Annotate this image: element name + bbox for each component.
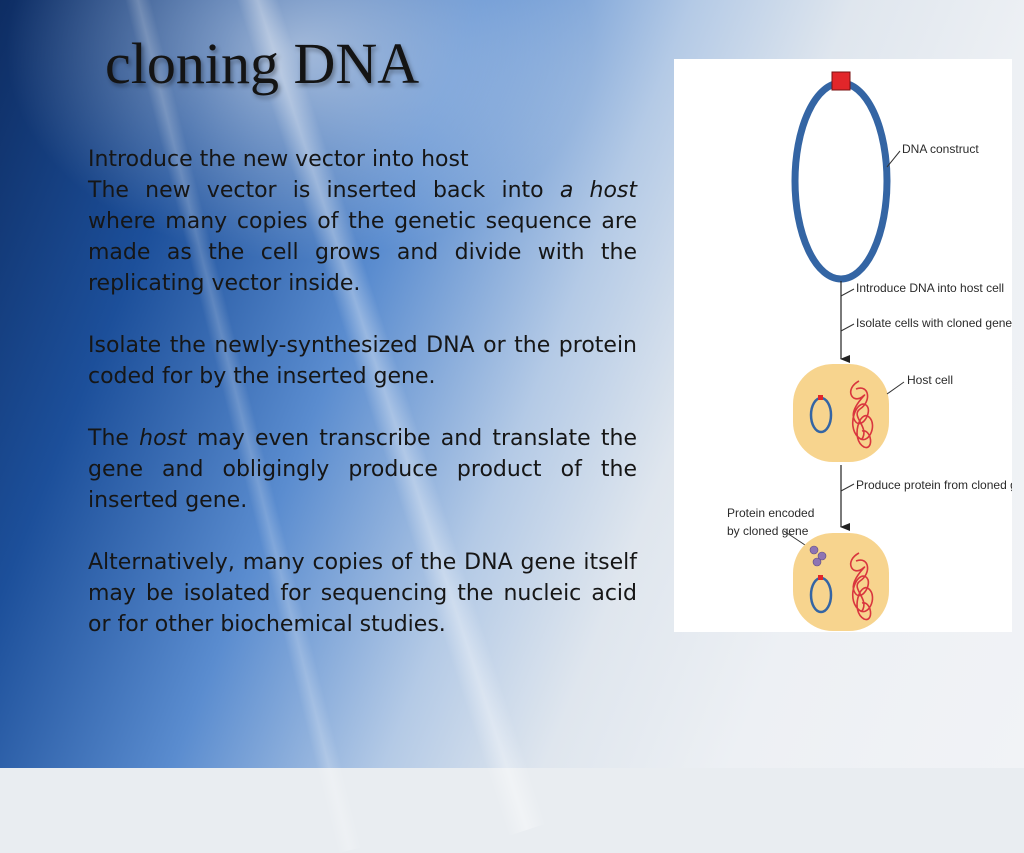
paragraph-1-emphasis: a host [559,178,638,203]
slide-title: cloning DNA [105,31,420,96]
introduce-dna-label: Introduce DNA into host cell [856,281,1004,295]
paragraph-4: Alternatively, many copies of the DNA ge… [88,550,637,637]
protein-molecule [812,557,822,567]
paragraph-3: The host may even transcribe and transla… [88,423,637,516]
host-cell-2-insert [818,575,823,580]
paragraph-3-post: may even transcribe and translate the ge… [88,426,637,513]
dna-construct-label: DNA construct [902,142,979,156]
produce-protein-label: Produce protein from cloned gene [856,478,1012,492]
arrow-leader-isolate [840,323,855,332]
protein-encoded-label-line2: by cloned gene [727,524,809,538]
host-cell-1-insert [818,395,823,400]
protein-molecules [809,545,827,567]
protein-molecule [809,545,819,555]
slide-body: Introduce the new vector into host The n… [88,144,637,671]
protein-molecule [817,551,827,561]
paragraph-1-pre: The new vector is inserted back into [88,178,560,203]
cloning-diagram-svg: DNA construct Introduce DNA into host ce… [727,71,1012,631]
dna-construct-plasmid [791,79,891,283]
host-cell-2-chromosome [849,552,874,621]
arrow-leader-introduce [840,288,855,297]
host-cell-2 [793,533,889,631]
paragraph-1-post: where many copies of the genetic sequenc… [88,209,637,296]
protein-encoded-label-line1: Protein encoded [727,506,814,520]
host-cell-leader [886,381,905,395]
host-cell-1-chromosome [849,380,874,449]
host-cell-label: Host cell [907,373,953,387]
protein-leader [783,530,809,548]
arrow-leader-produce [840,483,855,492]
paragraph-3-pre: The [88,426,140,451]
host-cell-1 [793,364,889,462]
isolate-cells-label: Isolate cells with cloned gene [856,316,1012,330]
cloned-gene-insert [831,71,851,91]
paragraph-heading: Introduce the new vector into host [88,147,469,172]
paragraph-2: Isolate the newly-synthesized DNA or the… [88,333,637,389]
paragraph-3-emphasis: host [139,426,187,451]
cloning-diagram: DNA construct Introduce DNA into host ce… [674,59,1012,632]
dna-construct-leader [886,150,901,168]
paragraph-1: The new vector is inserted back into a h… [88,175,637,299]
